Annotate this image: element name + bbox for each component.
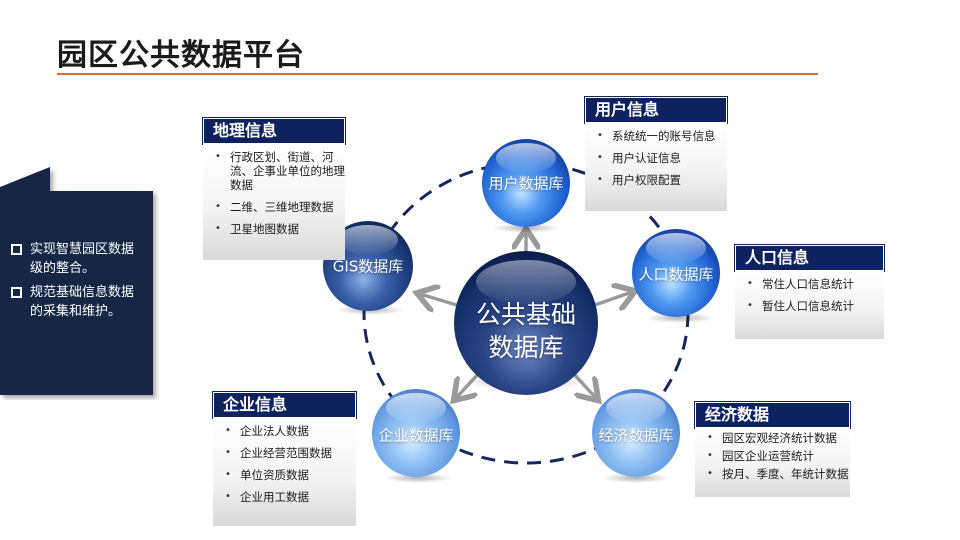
list-item: 暂住人口信息统计 bbox=[735, 299, 884, 313]
geo-info-list: 行政区划、街道、河流、企事业单位的地理数据 二维、三维地理数据 卫星地图数据 bbox=[203, 150, 345, 236]
list-item: 用户认证信息 bbox=[585, 151, 727, 165]
summary-item-text: 规范基础信息数据的采集和维护。 bbox=[30, 285, 135, 319]
economy-info-list: 园区宏观经济统计数据 园区企业运营统计 按月、季度、年统计数据 bbox=[695, 431, 850, 481]
title-underline bbox=[57, 73, 818, 75]
user-database-label: 用户数据库 bbox=[488, 174, 564, 193]
square-bullet-icon bbox=[11, 287, 22, 298]
economy-info-title: 经济数据 bbox=[695, 402, 850, 428]
list-item: 单位资质数据 bbox=[213, 468, 356, 482]
user-info-list: 系统统一的账号信息 用户认证信息 用户权限配置 bbox=[585, 129, 727, 187]
summary-panel-shape bbox=[0, 167, 153, 395]
list-item: 用户权限配置 bbox=[585, 173, 727, 187]
gis-database-sphere bbox=[323, 221, 413, 311]
economy-info-box: 经济数据 园区宏观经济统计数据 园区企业运营统计 按月、季度、年统计数据 bbox=[695, 402, 850, 497]
list-item: 常住人口信息统计 bbox=[735, 277, 884, 291]
list-item: 系统统一的账号信息 bbox=[585, 129, 727, 143]
arrow-to-gis bbox=[420, 294, 462, 306]
population-database-label: 人口数据库 bbox=[638, 265, 714, 284]
list-item: 卫星地图数据 bbox=[203, 222, 345, 236]
enterprise-info-title: 企业信息 bbox=[213, 392, 356, 418]
user-info-title: 用户信息 bbox=[585, 97, 727, 123]
list-item: 园区宏观经济统计数据 bbox=[695, 431, 850, 445]
list-item: 企业用工数据 bbox=[213, 490, 356, 504]
list-item: 二维、三维地理数据 bbox=[203, 200, 345, 214]
summary-item: 实现智慧园区数据级的整合。 bbox=[10, 240, 145, 278]
list-item: 行政区划、街道、河流、企事业单位的地理数据 bbox=[203, 150, 345, 192]
center-database-label: 公共基础 数据库 bbox=[475, 300, 576, 362]
user-database-sphere bbox=[482, 139, 570, 227]
enterprise-info-body: 企业法人数据 企业经营范围数据 单位资质数据 企业用工数据 bbox=[213, 418, 356, 526]
user-info-box: 用户信息 系统统一的账号信息 用户认证信息 用户权限配置 bbox=[585, 97, 727, 211]
population-database-sphere bbox=[632, 229, 720, 317]
enterprise-database-sphere bbox=[372, 389, 460, 477]
center-database-sphere bbox=[454, 251, 598, 395]
enterprise-database-label: 企业数据库 bbox=[378, 426, 454, 445]
geo-info-title: 地理信息 bbox=[203, 118, 345, 144]
geo-info-box: 地理信息 行政区划、街道、河流、企事业单位的地理数据 二维、三维地理数据 卫星地… bbox=[203, 118, 345, 260]
arrow-to-population bbox=[590, 292, 632, 306]
population-info-box: 人口信息 常住人口信息统计 暂住人口信息统计 bbox=[735, 245, 884, 339]
economy-info-body: 园区宏观经济统计数据 园区企业运营统计 按月、季度、年统计数据 bbox=[695, 428, 850, 497]
economy-database-label: 经济数据库 bbox=[598, 426, 674, 445]
enterprise-info-list: 企业法人数据 企业经营范围数据 单位资质数据 企业用工数据 bbox=[213, 424, 356, 504]
list-item: 园区企业运营统计 bbox=[695, 449, 850, 463]
arrow-to-enterprise bbox=[456, 370, 482, 398]
arrow-to-economy bbox=[570, 370, 596, 398]
population-info-list: 常住人口信息统计 暂住人口信息统计 bbox=[735, 277, 884, 313]
enterprise-info-box: 企业信息 企业法人数据 企业经营范围数据 单位资质数据 企业用工数据 bbox=[213, 392, 356, 526]
population-info-title: 人口信息 bbox=[735, 245, 884, 271]
list-item: 企业经营范围数据 bbox=[213, 446, 356, 460]
population-info-body: 常住人口信息统计 暂住人口信息统计 bbox=[735, 271, 884, 339]
list-item: 按月、季度、年统计数据 bbox=[695, 467, 850, 481]
geo-info-body: 行政区划、街道、河流、企事业单位的地理数据 二维、三维地理数据 卫星地图数据 bbox=[203, 144, 345, 260]
list-item: 企业法人数据 bbox=[213, 424, 356, 438]
summary-item-text: 实现智慧园区数据级的整合。 bbox=[30, 242, 135, 276]
summary-list: 实现智慧园区数据级的整合。 规范基础信息数据的采集和维护。 bbox=[10, 240, 145, 326]
user-info-body: 系统统一的账号信息 用户认证信息 用户权限配置 bbox=[585, 123, 727, 211]
summary-item: 规范基础信息数据的采集和维护。 bbox=[10, 283, 145, 321]
economy-database-sphere bbox=[592, 389, 680, 477]
page-title: 园区公共数据平台 bbox=[57, 38, 305, 73]
gis-database-label: GIS数据库 bbox=[332, 257, 404, 276]
square-bullet-icon bbox=[11, 244, 22, 255]
summary-panel: 实现智慧园区数据级的整合。 规范基础信息数据的采集和维护。 bbox=[0, 165, 160, 400]
